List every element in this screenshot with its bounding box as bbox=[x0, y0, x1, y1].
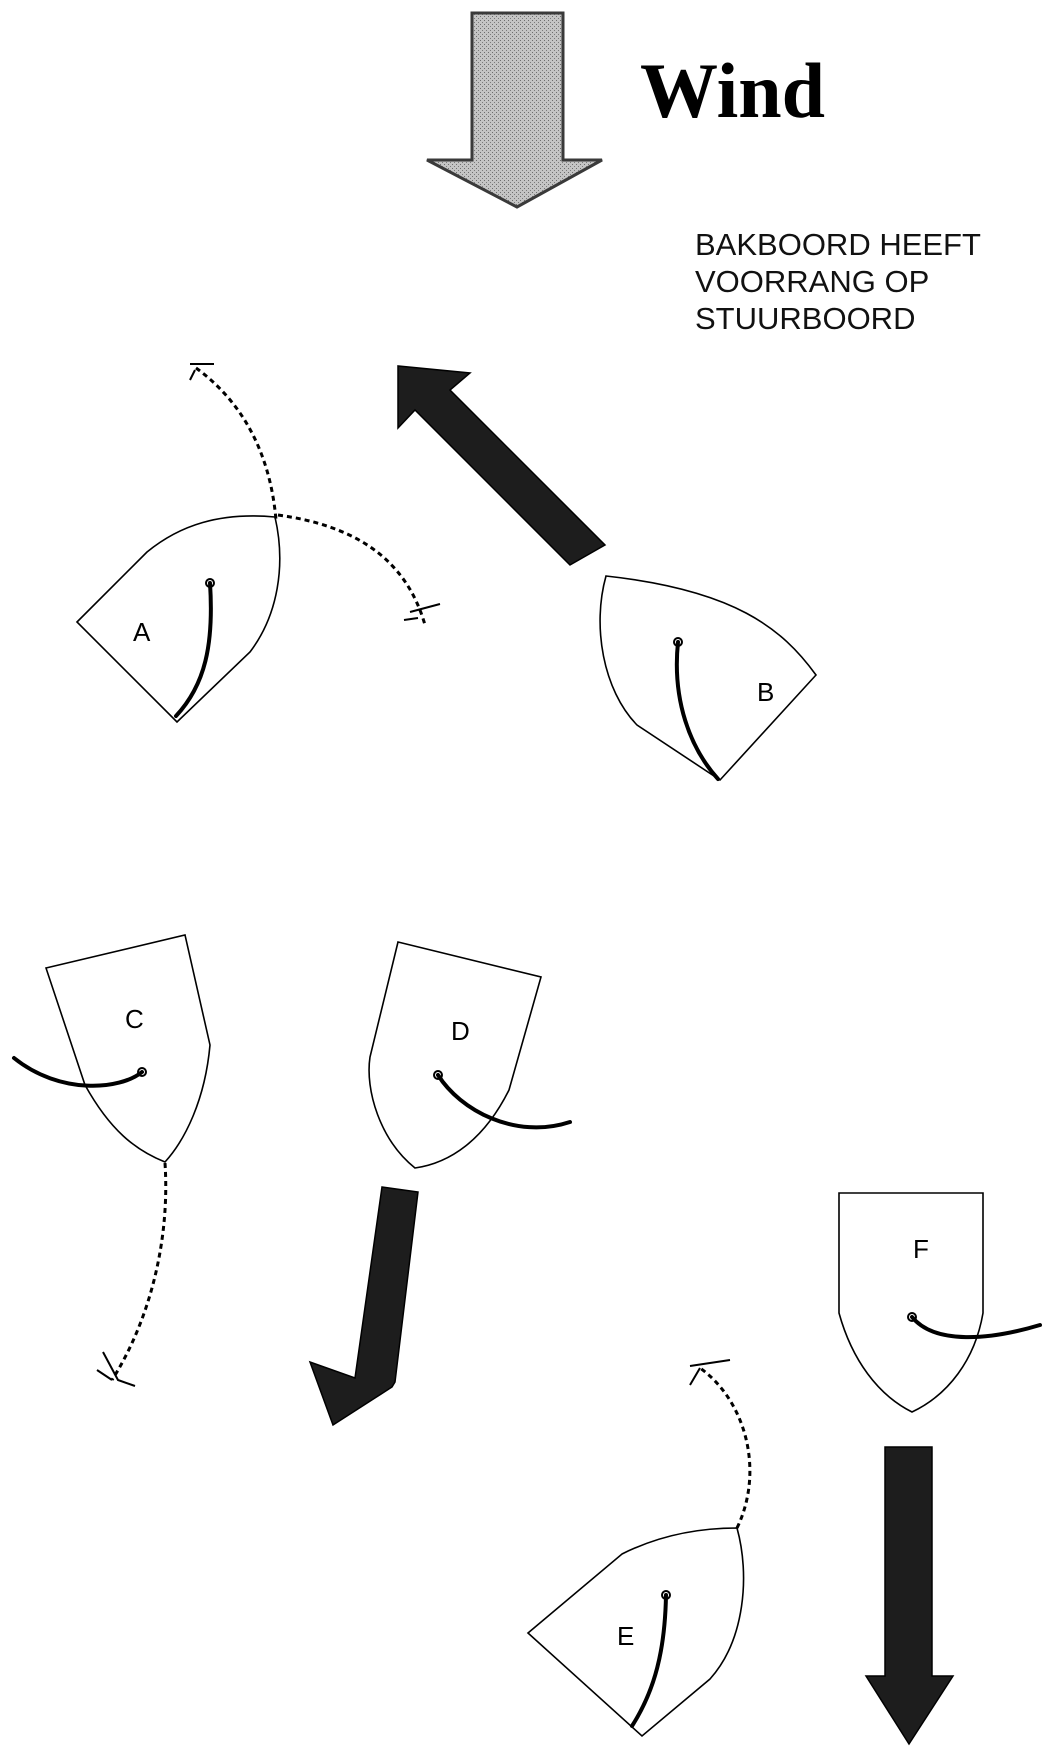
boat-f-sail bbox=[912, 1317, 1040, 1337]
boat-f-hull bbox=[839, 1193, 983, 1412]
boat-d bbox=[369, 942, 570, 1168]
boat-c-track bbox=[112, 1163, 166, 1380]
boat-b-hull bbox=[600, 576, 816, 780]
boat-e-track bbox=[700, 1368, 750, 1528]
boat-f bbox=[839, 1193, 1040, 1412]
boat-e bbox=[528, 1360, 750, 1736]
course-arrow-ssw bbox=[310, 1187, 418, 1425]
boat-e-hull bbox=[528, 1528, 744, 1736]
boat-a-hull bbox=[77, 516, 280, 722]
boat-d-hull bbox=[369, 942, 541, 1168]
rule-line-3: STUURBOORD bbox=[695, 300, 981, 337]
boat-a-label: A bbox=[133, 617, 151, 647]
boat-e-label: E bbox=[617, 1621, 634, 1651]
wind-title: Wind bbox=[640, 52, 825, 130]
boat-c-hull bbox=[46, 935, 210, 1162]
wind-arrow bbox=[427, 13, 602, 207]
boat-f-label: F bbox=[913, 1234, 929, 1264]
boat-a-track-2 bbox=[278, 515, 425, 625]
boat-b-label: B bbox=[757, 677, 774, 707]
rule-line-2: VOORRANG OP bbox=[695, 263, 981, 300]
boat-d-sail bbox=[438, 1075, 570, 1127]
boat-c-label: C bbox=[125, 1004, 144, 1034]
boat-a-track-1 bbox=[196, 368, 276, 520]
course-arrow-s bbox=[866, 1447, 953, 1744]
boat-e-sail bbox=[632, 1595, 666, 1726]
boat-b-sail bbox=[677, 642, 718, 779]
boat-c bbox=[14, 935, 210, 1386]
rule-text: BAKBOORD HEEFT VOORRANG OP STUURBOORD bbox=[695, 226, 981, 337]
boat-d-label: D bbox=[451, 1016, 470, 1046]
rule-line-1: BAKBOORD HEEFT bbox=[695, 226, 981, 263]
boat-b bbox=[600, 576, 816, 780]
course-arrow-nw bbox=[398, 366, 605, 565]
boat-a-sail bbox=[176, 583, 211, 716]
boat-a bbox=[77, 364, 440, 722]
